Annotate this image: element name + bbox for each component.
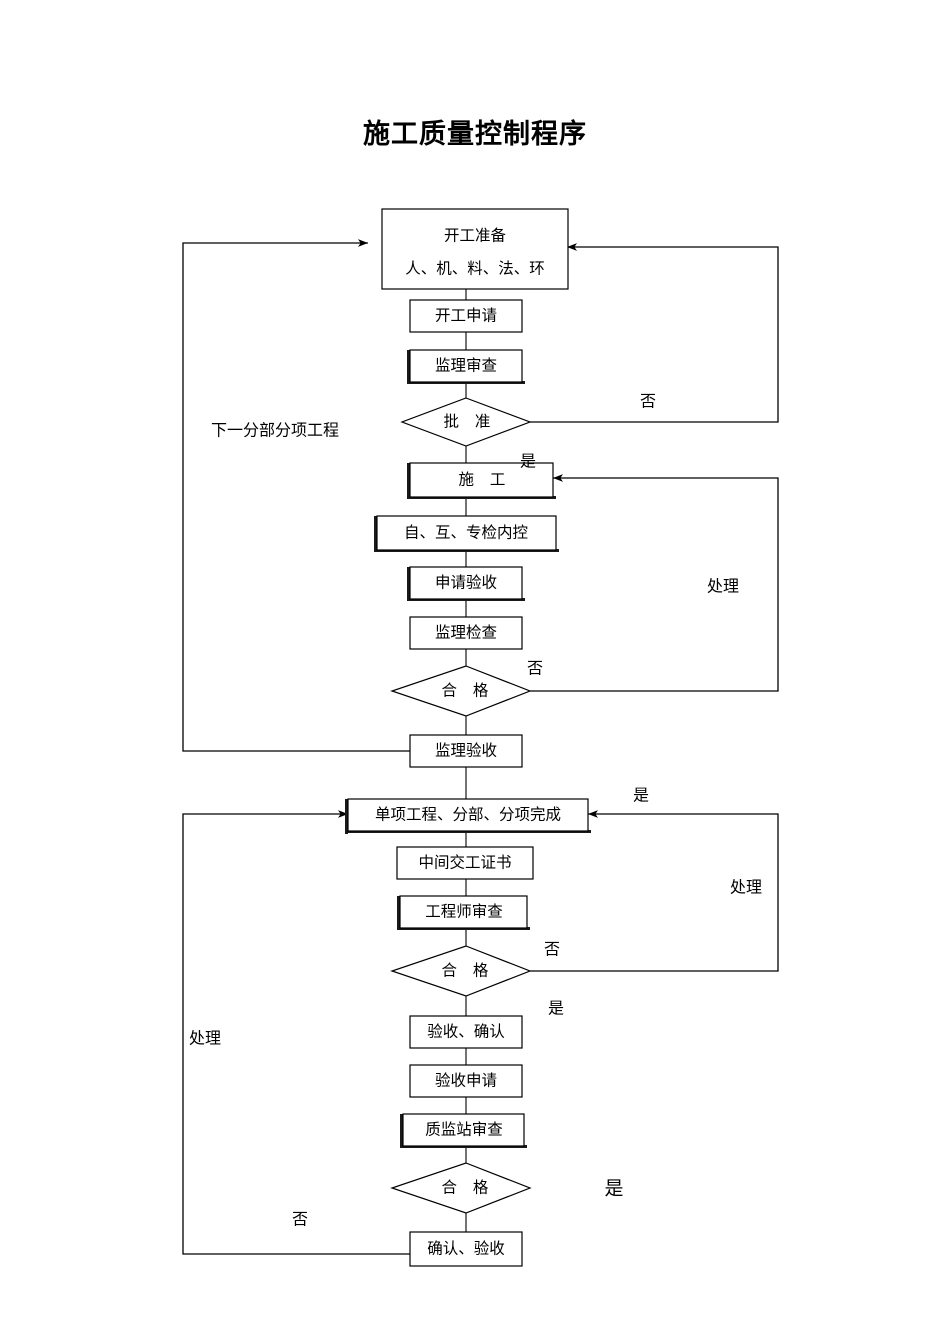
node-decision-qualified-2-label: 合 格 xyxy=(442,962,495,980)
node-supervisor-review-label: 监理审查 xyxy=(435,357,497,375)
edge-approve-no-loop xyxy=(530,243,779,423)
edge-label-approve-no: 否 xyxy=(640,394,656,411)
edge-final-rework-loop xyxy=(182,810,410,1255)
node-decision-qualified-1[interactable]: 合 格 xyxy=(390,665,532,717)
node-engineer-review-label: 工程师审查 xyxy=(425,903,503,921)
edge-label-qualified2-no: 否 xyxy=(544,942,560,959)
node-decision-qualified-2[interactable]: 合 格 xyxy=(390,945,532,997)
node-confirm-acceptance[interactable]: 确认、验收 xyxy=(409,1231,523,1267)
edge-label-qualified3-no: 否 xyxy=(292,1212,308,1229)
node-interim-certificate[interactable]: 中间交工证书 xyxy=(396,846,534,880)
node-supervisor-review[interactable]: 监理审查 xyxy=(407,349,525,384)
node-start-application-label: 开工申请 xyxy=(435,307,497,325)
edge-label-qualified1-no: 否 xyxy=(527,661,543,678)
node-supervisor-acceptance[interactable]: 监理验收 xyxy=(409,734,523,768)
node-supervisor-inspection[interactable]: 监理检查 xyxy=(409,616,523,650)
edge-label-approve-yes: 是 xyxy=(520,454,536,471)
node-acceptance-application[interactable]: 验收申请 xyxy=(409,1064,523,1098)
annotation-rework-lower: 处理 xyxy=(730,879,762,897)
edge-label-qualified2-yes: 是 xyxy=(548,1001,564,1018)
node-construction-label: 施 工 xyxy=(459,471,512,489)
edge-engineer-no-loop xyxy=(530,810,779,972)
node-request-acceptance[interactable]: 申请验收 xyxy=(407,566,525,601)
node-decision-qualified-3[interactable]: 合 格 xyxy=(390,1162,532,1214)
node-start-preparation-line1: 开工准备 xyxy=(444,227,507,245)
node-construction[interactable]: 施 工 xyxy=(407,462,556,499)
node-self-mutual-inspection-label: 自、互、专检内控 xyxy=(404,524,528,542)
node-self-mutual-inspection[interactable]: 自、互、专检内控 xyxy=(374,515,559,552)
node-start-application[interactable]: 开工申请 xyxy=(409,299,523,333)
node-acceptance-application-label: 验收申请 xyxy=(435,1072,497,1090)
node-start-preparation[interactable]: 开工准备 人、机、料、法、环 xyxy=(381,208,569,290)
node-decision-qualified-1-label: 合 格 xyxy=(442,682,495,700)
node-supervisor-inspection-label: 监理检查 xyxy=(435,624,497,642)
node-decision-qualified-3-label: 合 格 xyxy=(442,1179,495,1197)
page-title: 施工质量控制程序 xyxy=(363,119,587,150)
edge-inspection-no-loop xyxy=(530,474,779,692)
node-decision-approve-label: 批 准 xyxy=(444,413,497,431)
annotation-next-subproject: 下一分部分项工程 xyxy=(211,422,339,440)
annotation-rework-left: 处理 xyxy=(189,1030,221,1048)
node-acceptance-confirm-label: 验收、确认 xyxy=(427,1023,505,1041)
node-confirm-acceptance-label: 确认、验收 xyxy=(427,1240,505,1258)
node-request-acceptance-label: 申请验收 xyxy=(435,574,497,592)
node-quality-station-review-label: 质监站审查 xyxy=(425,1121,503,1139)
node-unit-work-complete-label: 单项工程、分部、分项完成 xyxy=(375,806,561,824)
node-unit-work-complete[interactable]: 单项工程、分部、分项完成 xyxy=(345,798,591,834)
edge-next-subproject-loop xyxy=(182,239,410,752)
node-quality-station-review[interactable]: 质监站审查 xyxy=(400,1113,527,1148)
annotation-rework-upper: 处理 xyxy=(707,578,739,596)
edge-label-unit-complete-yes: 是 xyxy=(633,788,649,805)
edge-label-qualified3-yes: 是 xyxy=(604,1178,623,1199)
node-interim-certificate-label: 中间交工证书 xyxy=(418,854,511,872)
node-acceptance-confirm[interactable]: 验收、确认 xyxy=(409,1015,523,1049)
node-supervisor-acceptance-label: 监理验收 xyxy=(435,742,497,760)
node-start-preparation-line2: 人、机、料、法、环 xyxy=(405,260,545,278)
node-engineer-review[interactable]: 工程师审查 xyxy=(397,895,530,930)
node-decision-approve[interactable]: 批 准 xyxy=(400,397,532,447)
